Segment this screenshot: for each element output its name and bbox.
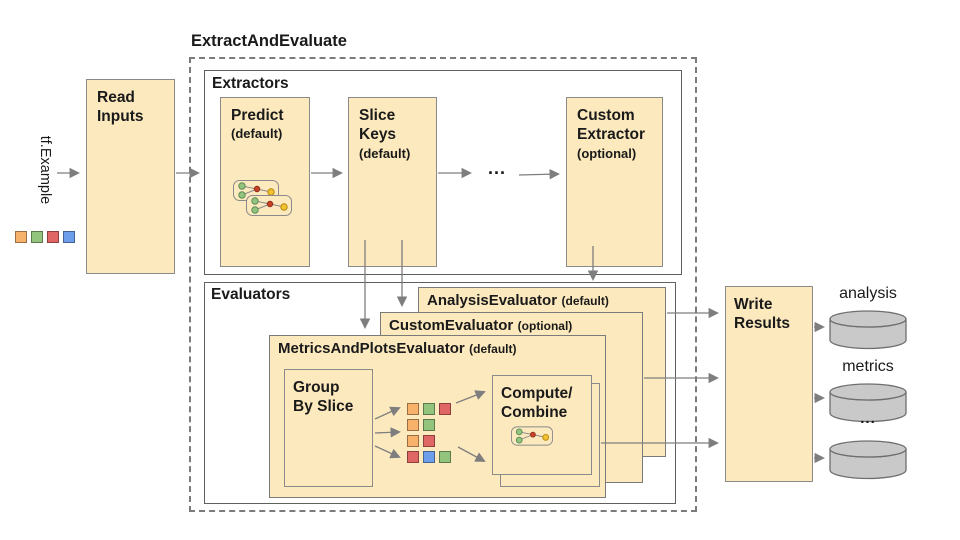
orange-square <box>407 419 419 431</box>
orange-square <box>15 231 27 243</box>
read-inputs-title: Read Inputs <box>97 89 144 126</box>
predict-qualifier: (default) <box>231 126 283 142</box>
slice-grid-row <box>407 403 451 415</box>
metrics-and-plots-evaluator-qualifier: (default) <box>469 342 517 356</box>
predict-extractor-box: Predict (default) <box>220 97 310 267</box>
blue-square <box>63 231 75 243</box>
other-database-icon <box>829 440 907 480</box>
green-square <box>423 419 435 431</box>
custom-extractor-qualifier: (optional) <box>577 145 637 161</box>
more-extractors-ellipsis: ... <box>487 158 506 178</box>
analysis-evaluator-qualifier: (default) <box>561 294 609 308</box>
slice-grid-row <box>407 451 451 463</box>
input-label: tf.Example <box>37 135 53 205</box>
evaluators-section-label: Evaluators <box>211 286 291 303</box>
write-results-title: Write Results <box>734 296 790 333</box>
extract-and-evaluate-container <box>189 57 697 512</box>
predict-title: Predict <box>231 107 284 124</box>
analysis-evaluator-title: AnalysisEvaluator <box>427 292 558 309</box>
green-square <box>439 451 451 463</box>
red-square <box>47 231 59 243</box>
custom-evaluator-title: CustomEvaluator <box>389 317 514 334</box>
compute-combine-title: Compute/ Combine <box>501 385 573 422</box>
custom-extractor-box: Custom Extractor (optional) <box>566 97 663 267</box>
metrics-and-plots-evaluator-header: MetricsAndPlotsEvaluator (default) <box>270 336 605 358</box>
analysis-database-icon <box>829 310 907 350</box>
analysis-evaluator-header: AnalysisEvaluator (default) <box>419 288 665 310</box>
metrics-database-icon <box>829 383 907 423</box>
model-graph-icon <box>233 180 292 216</box>
diagram-title: ExtractAndEvaluate <box>191 32 347 50</box>
red-square <box>439 403 451 415</box>
custom-evaluator-header: CustomEvaluator (optional) <box>381 313 642 335</box>
extractors-section-label: Extractors <box>212 75 289 92</box>
combine-graph-icon <box>511 426 553 446</box>
group-by-slice-title: Group By Slice <box>293 379 354 416</box>
input-squares <box>15 231 75 243</box>
slice-keys-extractor-box: Slice Keys (default) <box>348 97 437 267</box>
group-by-slice-box: Group By Slice <box>284 369 373 487</box>
blue-square <box>423 451 435 463</box>
slice-keys-qualifier: (default) <box>359 145 411 161</box>
red-square <box>423 435 435 447</box>
orange-square <box>407 403 419 415</box>
write-results-box: Write Results <box>725 286 813 482</box>
red-square <box>407 451 419 463</box>
orange-square <box>407 435 419 447</box>
custom-evaluator-qualifier: (optional) <box>517 319 573 333</box>
read-inputs-box: Read Inputs <box>86 79 175 274</box>
slice-keys-title: Slice Keys <box>359 107 397 144</box>
slice-grid-row <box>407 419 435 431</box>
analysis-store-label: analysis <box>839 285 897 302</box>
more-stores-ellipsis: ... <box>860 410 876 427</box>
metrics-and-plots-evaluator-title: MetricsAndPlotsEvaluator <box>278 340 465 357</box>
custom-extractor-title: Custom Extractor <box>577 107 646 144</box>
green-square <box>423 403 435 415</box>
green-square <box>31 231 43 243</box>
slice-grid-row <box>407 435 435 447</box>
compute-combine-box: Compute/ Combine <box>492 375 592 475</box>
metrics-store-label: metrics <box>842 358 894 375</box>
